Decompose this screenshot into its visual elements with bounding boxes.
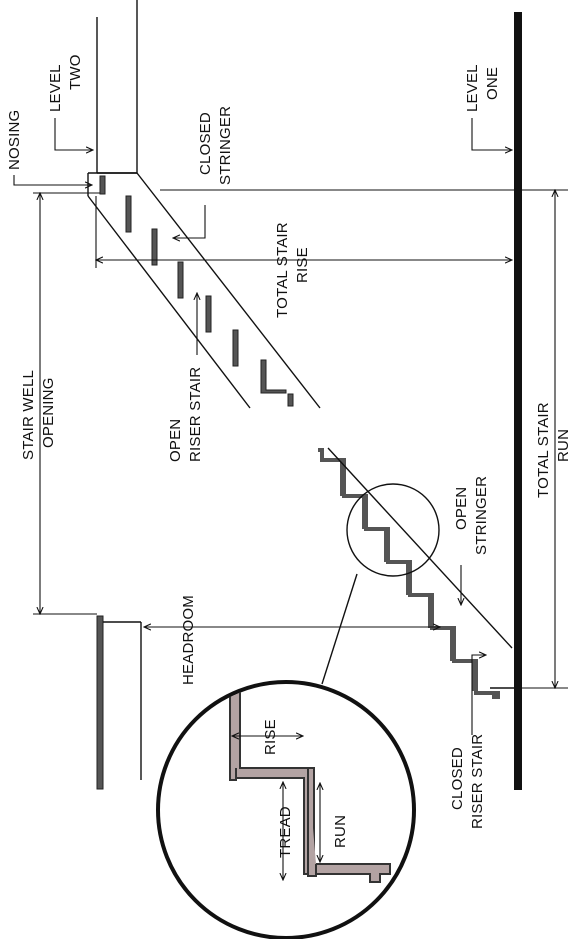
label-total-stair-run-2: RUN <box>555 429 572 462</box>
closed-stringer <box>87 172 321 409</box>
label-total-stair-run-1: TOTAL STAIR <box>535 402 552 498</box>
open-riser-treads <box>99 175 294 407</box>
level-one-floor <box>514 12 522 790</box>
level-two-structure <box>96 0 138 174</box>
label-closed-stringer-2: STRINGER <box>217 106 234 185</box>
label-tread: TREAD <box>277 806 294 858</box>
label-stair-well-opening-1: STAIR WELL <box>20 370 37 460</box>
label-open-stringer-2: STRINGER <box>473 476 490 555</box>
label-closed-riser-stair-1: CLOSED <box>449 747 466 810</box>
label-stair-well-opening-2: OPENING <box>40 377 57 448</box>
label-level-one-2: ONE <box>484 67 501 100</box>
label-rise: RISE <box>262 719 279 755</box>
label-closed-riser-stair-2: RISER STAIR <box>469 734 486 829</box>
label-level-two-1: LEVEL <box>47 64 64 112</box>
label-closed-stringer-1: CLOSED <box>197 112 214 175</box>
label-total-stair-rise-1: TOTAL STAIR <box>274 222 291 318</box>
label-total-stair-rise-2: RISE <box>294 247 311 283</box>
callout-lines <box>13 118 568 735</box>
label-level-two-2: TWO <box>67 54 84 90</box>
detail-callout-circle <box>346 483 440 577</box>
lower-wall <box>96 615 142 790</box>
label-nosing: NOSING <box>6 110 23 170</box>
label-open-riser-stair-1: OPEN <box>167 419 184 462</box>
label-level-one-1: LEVEL <box>464 64 481 112</box>
detail-zoom <box>156 680 416 939</box>
labels: NOSING LEVEL TWO CLOSED STRINGER LEVEL O… <box>6 54 572 858</box>
closed-riser-stair <box>318 448 514 699</box>
label-open-riser-stair-2: RISER STAIR <box>187 367 204 462</box>
label-open-stringer-1: OPEN <box>453 487 470 530</box>
open-stringer <box>327 447 513 649</box>
label-headroom: HEADROOM <box>180 595 197 685</box>
label-run: RUN <box>332 815 349 848</box>
